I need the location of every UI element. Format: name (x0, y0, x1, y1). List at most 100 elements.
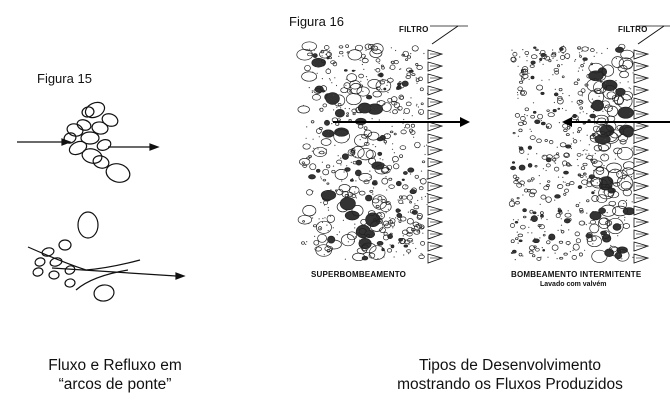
gravel-stone (530, 75, 535, 80)
sand-grain (572, 132, 574, 134)
sand-grain (424, 153, 426, 156)
gravel-stone (371, 43, 384, 55)
sand-grain (397, 199, 399, 201)
gravel-stone (308, 174, 316, 180)
sand-grain (549, 159, 551, 162)
gravel-stone (389, 64, 396, 70)
gravel-stone (520, 224, 526, 230)
sand-grain (333, 94, 335, 96)
gravel-stone (367, 131, 380, 141)
gravel-stone (520, 69, 524, 73)
gravel-stone (527, 179, 531, 183)
gravel-stone (414, 174, 419, 179)
figure16-right-panel-drawing (508, 25, 670, 264)
sand-grain (359, 243, 361, 246)
gravel-stone (346, 112, 350, 115)
gravel-stone (578, 252, 583, 257)
gravel-stone (304, 64, 311, 72)
filter-slot (427, 121, 444, 132)
sand-grain (360, 80, 362, 82)
gravel-stone (519, 89, 527, 97)
gravel-stone (524, 107, 529, 112)
sand-grain (309, 48, 311, 50)
gravel-stone (577, 185, 583, 190)
sand-grain (418, 77, 420, 80)
sand-grain (389, 217, 391, 219)
sand-grain (420, 170, 423, 172)
sand-grain (560, 229, 562, 231)
sand-grain (557, 229, 559, 231)
gravel-stone (598, 144, 609, 152)
sand-grain (338, 135, 340, 137)
sand-grain (325, 53, 327, 56)
gravel-stone (418, 108, 425, 115)
gravel-stone (320, 138, 332, 146)
gravel-stone (572, 113, 577, 119)
sand-grain (347, 138, 349, 140)
gravel-stone (331, 169, 336, 174)
gravel-stone (612, 223, 622, 231)
gravel-stone (563, 128, 568, 132)
gravel-stone (315, 244, 332, 257)
sand-grain (426, 178, 428, 180)
gravel-stone (616, 125, 624, 130)
sand-grain (407, 211, 409, 213)
sand-grain (604, 80, 606, 82)
gravel-stone (336, 159, 343, 165)
gravel-stone (361, 244, 369, 252)
sand-grain (519, 56, 521, 58)
arch-stone (105, 163, 131, 183)
sand-grain (560, 224, 563, 226)
sand-grain (585, 157, 587, 159)
sand-grain (389, 244, 391, 246)
right-panel-caption: BOMBEAMENTO INTERMITENTE (511, 270, 642, 279)
filter-slot (633, 121, 650, 132)
sand-grain (603, 155, 605, 157)
sand-grain (622, 94, 624, 96)
gravel-stone (351, 69, 355, 72)
gravel-stone (381, 199, 386, 203)
gravel-stone (416, 65, 423, 70)
sand-grain (378, 62, 380, 65)
arch-stone (76, 119, 92, 131)
gravel-stone (609, 245, 618, 253)
sand-grain (343, 171, 345, 173)
gravel-stone (369, 48, 383, 58)
sand-grain (517, 65, 519, 67)
gravel-stone (590, 177, 603, 187)
arch-stone (64, 265, 76, 275)
sand-grain (374, 146, 377, 148)
sand-grain (313, 55, 315, 57)
gravel-stone (396, 86, 400, 91)
sand-grain (554, 88, 556, 90)
sand-grain (598, 117, 600, 119)
sand-grain (368, 246, 370, 249)
gravel-stone (556, 184, 564, 189)
sand-grain (531, 179, 533, 181)
gravel-stone (529, 192, 536, 198)
gravel-stone (556, 152, 560, 155)
gravel-stone (535, 48, 539, 52)
gravel-stone (609, 129, 622, 139)
sand-grain (564, 181, 566, 183)
gravel-stone (405, 75, 411, 79)
sand-grain (338, 55, 340, 58)
gravel-stone (388, 177, 393, 181)
gravel-stone (395, 180, 402, 187)
filter-slot (633, 61, 650, 72)
sand-grain (552, 49, 554, 51)
gravel-stone (604, 104, 613, 112)
gravel-stone (569, 181, 575, 186)
gravel-stone (559, 55, 566, 60)
sand-grain (323, 254, 325, 256)
sand-grain (540, 119, 542, 122)
sand-grain (313, 147, 315, 149)
gravel-stone (420, 178, 427, 185)
sand-grain (345, 78, 347, 80)
gravel-stone (616, 169, 628, 179)
sand-grain (614, 153, 617, 155)
gravel-stone (338, 45, 344, 49)
gravel-stone (376, 211, 386, 220)
gravel-stone (607, 168, 623, 184)
gravel-stone (617, 106, 634, 119)
